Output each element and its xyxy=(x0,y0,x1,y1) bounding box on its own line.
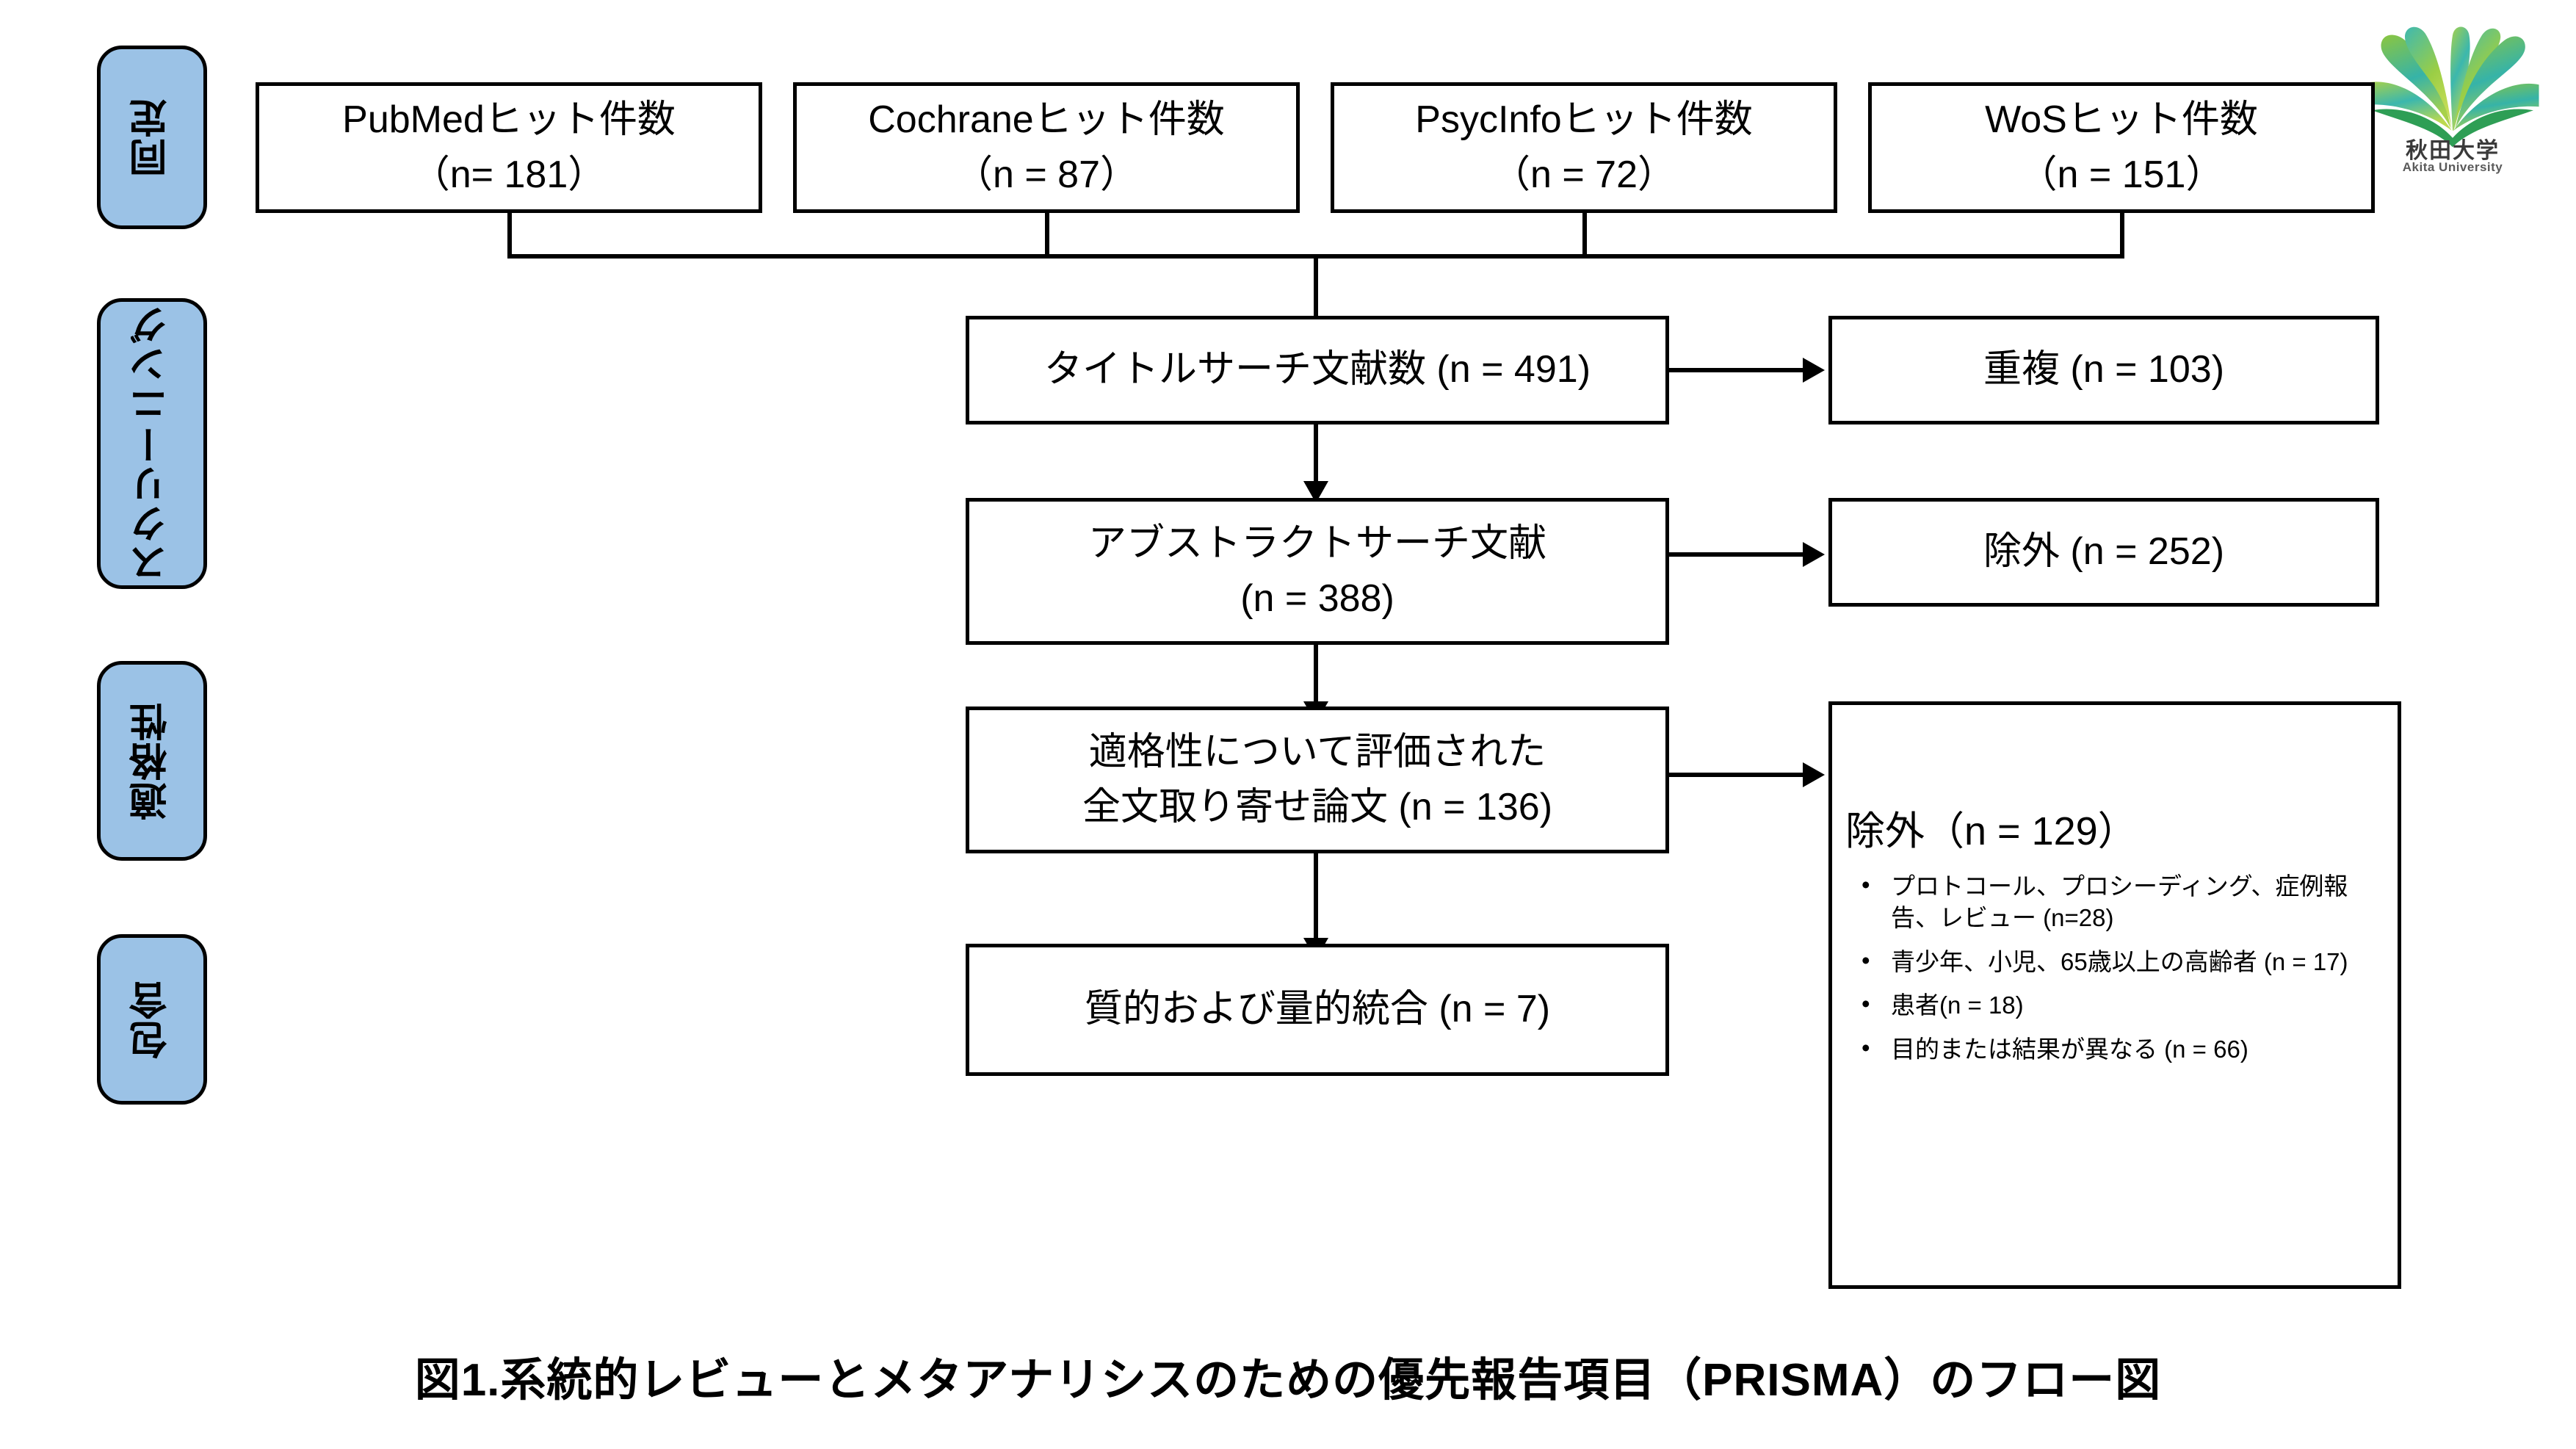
connector-fulltext-to-synthesis xyxy=(1314,853,1318,942)
flow-full-text-label: 適格性について評価された xyxy=(1088,730,1546,773)
flow-abstract-search-count: (n = 388) xyxy=(1240,577,1394,620)
excluded-reason-item: 患者(n = 18) xyxy=(1845,988,2386,1022)
connector-wos-drop xyxy=(2120,213,2124,254)
source-box-pubmed: PubMedヒット件数 （n= 181） xyxy=(256,82,762,213)
connector-abstract-to-fulltext xyxy=(1314,645,1318,705)
source-psycinfo-label: PsycInfoヒット件数 xyxy=(1415,98,1753,141)
excluded-reason-item: 青少年、小児、65歳以上の高齢者 (n = 17) xyxy=(1845,944,2386,978)
open-book-icon xyxy=(2366,26,2539,148)
source-cochrane-count: （n = 87） xyxy=(954,153,1139,196)
source-pubmed-count: （n= 181） xyxy=(411,153,607,196)
source-wos-count: （n = 151） xyxy=(2019,153,2224,196)
connector-pubmed-drop xyxy=(507,213,512,254)
flow-title-search-text: タイトルサーチ文献数 (n = 491) xyxy=(1043,348,1591,391)
phase-label-screening: スクリーニング xyxy=(97,298,207,589)
connector-fulltext-to-excluded-detail xyxy=(1669,773,1807,777)
connector-title-search-to-abstract xyxy=(1314,424,1318,485)
phase-label-included: 包含 xyxy=(97,934,207,1105)
flow-box-title-search: タイトルサーチ文献数 (n = 491) xyxy=(966,316,1669,424)
flow-duplicates-text: 重複 (n = 103) xyxy=(1983,348,2225,391)
source-pubmed-label: PubMedヒット件数 xyxy=(342,98,676,141)
arrow-abstract-to-excluded xyxy=(1803,542,1825,567)
excluded-reason-item: プロトコール、プロシーディング、症例報告、レビュー (n=28) xyxy=(1845,869,2386,934)
phase-label-identification-text: 同定 xyxy=(131,98,173,177)
connector-cochrane-drop xyxy=(1045,213,1049,254)
excluded-detail-title: 除外（n = 129） xyxy=(1845,809,2138,853)
flow-abstract-search-label: アブストラクトサーチ文献 xyxy=(1088,521,1546,565)
source-wos-label: WoSヒット件数 xyxy=(1985,98,2258,141)
connector-merge-to-title-search xyxy=(1314,254,1318,333)
source-box-wos: WoSヒット件数 （n = 151） xyxy=(1868,82,2375,213)
flow-box-synthesis: 質的および量的統合 (n = 7) xyxy=(966,944,1669,1076)
source-psycinfo-count: （n = 72） xyxy=(1491,153,1676,196)
flow-box-excluded-detail: 除外（n = 129） プロトコール、プロシーディング、症例報告、レビュー (n… xyxy=(1828,701,2401,1289)
arrow-fulltext-to-excluded-detail xyxy=(1803,762,1825,787)
logo-university-name-en: Akita University xyxy=(2402,160,2503,174)
phase-label-eligibility: 適格性 xyxy=(97,661,207,861)
phase-label-eligibility-text: 適格性 xyxy=(131,701,173,820)
akita-university-logo: 秋田大学 Akita University xyxy=(2361,3,2544,187)
flow-box-duplicates: 重複 (n = 103) xyxy=(1828,316,2379,424)
figure-caption: 図1.系統的レビューとメタアナリシスのための優先報告項目（PRISMA）のフロー… xyxy=(414,1355,2162,1406)
excluded-reason-item: 目的または結果が異なる (n = 66) xyxy=(1845,1032,2386,1066)
flow-box-abstract-search: アブストラクトサーチ文献 (n = 388) xyxy=(966,498,1669,645)
flow-box-full-text: 適格性について評価された 全文取り寄せ論文 (n = 136) xyxy=(966,707,1669,853)
source-box-psycinfo: PsycInfoヒット件数 （n = 72） xyxy=(1331,82,1837,213)
flow-full-text-count: 全文取り寄せ論文 (n = 136) xyxy=(1082,786,1553,828)
flow-box-excluded-abstract: 除外 (n = 252) xyxy=(1828,498,2379,607)
arrow-title-search-to-duplicates xyxy=(1803,358,1825,383)
phase-label-included-text: 包含 xyxy=(131,980,173,1059)
connector-abstract-to-excluded xyxy=(1669,552,1807,557)
phase-label-screening-text: スクリーニング xyxy=(131,305,173,582)
connector-psycinfo-drop xyxy=(1582,213,1587,254)
logo-university-name-ja: 秋田大学 xyxy=(2406,139,2500,163)
excluded-reason-list: プロトコール、プロシーディング、症例報告、レビュー (n=28) 青少年、小児、… xyxy=(1845,869,2386,1066)
connector-title-search-to-duplicates xyxy=(1669,368,1807,372)
source-box-cochrane: Cochraneヒット件数 （n = 87） xyxy=(793,82,1300,213)
flow-synthesis-text: 質的および量的統合 (n = 7) xyxy=(1084,988,1551,1031)
flow-excluded-abstract-text: 除外 (n = 252) xyxy=(1983,530,2225,574)
phase-label-identification: 同定 xyxy=(97,46,207,229)
source-cochrane-label: Cochraneヒット件数 xyxy=(868,98,1225,141)
